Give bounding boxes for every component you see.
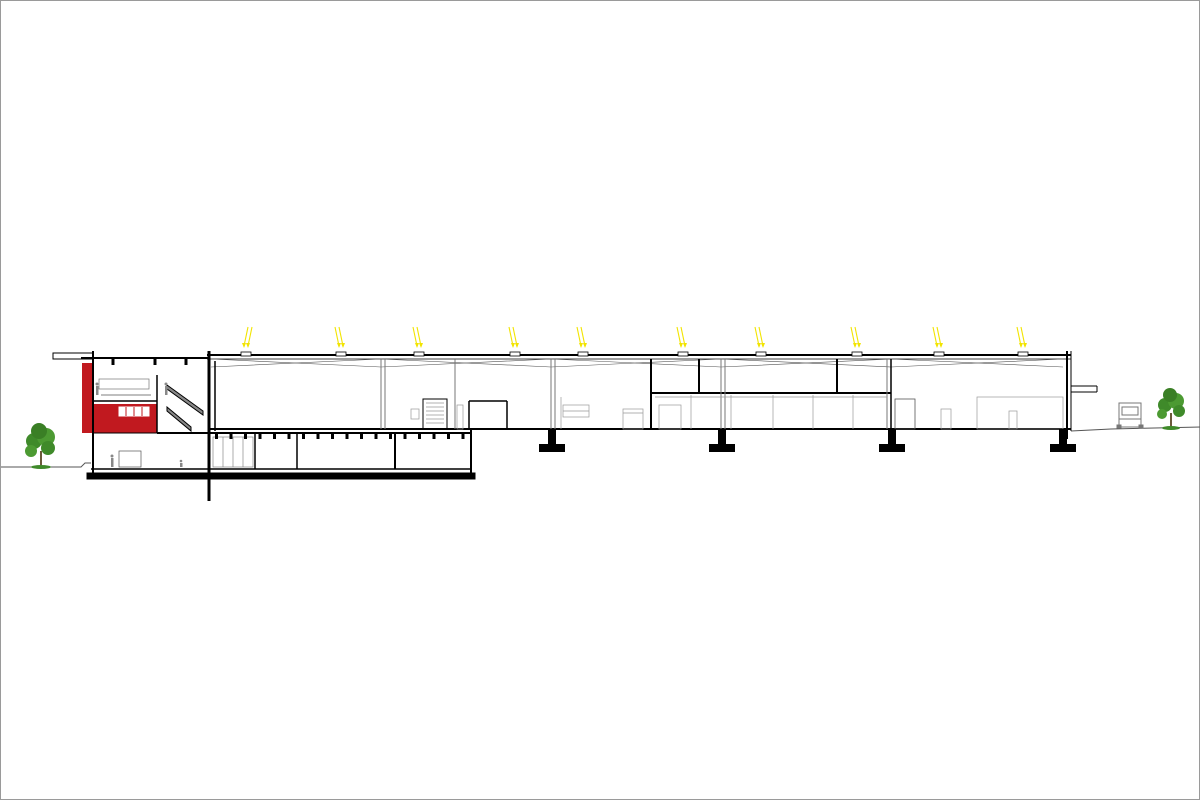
skylight (933, 351, 945, 357)
basement-beams (215, 433, 465, 439)
skylight (335, 351, 347, 357)
beam-stub (258, 433, 262, 439)
beam-stub (273, 433, 276, 439)
skylight (755, 351, 767, 357)
roof (207, 354, 1071, 368)
sun-arrow (932, 326, 943, 348)
tree-right (1157, 388, 1185, 430)
interior-details (410, 395, 1064, 430)
skylight (509, 351, 521, 357)
skylight (577, 351, 589, 357)
beam-stub (447, 433, 450, 439)
skylights (240, 351, 1029, 357)
foundation-pier (709, 429, 735, 452)
foundation-pier (879, 429, 905, 452)
human-figures (95, 382, 183, 467)
beam-stub (418, 433, 421, 439)
stair (156, 375, 204, 433)
sun-arrow (242, 326, 253, 348)
skylight (1017, 351, 1029, 357)
beam-stub (331, 433, 334, 439)
skylight (677, 351, 689, 357)
foundation-piers (539, 429, 1076, 452)
sun-arrow (334, 326, 345, 348)
beam-stub (215, 433, 218, 439)
beam-stub (316, 433, 320, 439)
beam-stub (389, 433, 392, 439)
tree-left (25, 423, 55, 469)
skylight (413, 351, 425, 357)
beam-stub (302, 433, 305, 439)
beam-stub (287, 433, 291, 439)
beam-stub (345, 433, 349, 439)
skylight (851, 351, 863, 357)
beam-stub (360, 433, 363, 439)
sun-arrow (1016, 326, 1027, 348)
beam-stub (244, 433, 247, 439)
foundation-pier (1050, 429, 1076, 452)
skylight (240, 351, 252, 357)
sun-arrow (850, 326, 861, 348)
beam-stub (374, 433, 378, 439)
sun-arrow (412, 326, 423, 348)
sun-arrow (754, 326, 765, 348)
red-facade-panel (82, 363, 157, 433)
columns (380, 359, 888, 429)
foundation-pier (539, 429, 565, 452)
basement (86, 429, 476, 480)
sun-arrow (508, 326, 519, 348)
sun-arrows (242, 326, 1027, 348)
beam-stub (461, 433, 465, 439)
beam-stub (229, 433, 233, 439)
sun-arrow (576, 326, 587, 348)
beam-stub (432, 433, 436, 439)
sun-arrow (676, 326, 687, 348)
beam-stub (403, 433, 407, 439)
truck (1116, 402, 1144, 429)
